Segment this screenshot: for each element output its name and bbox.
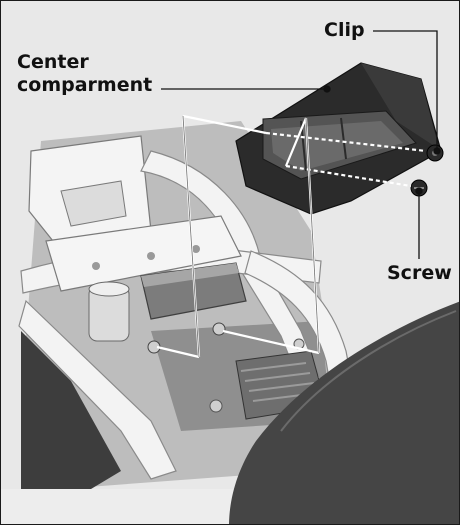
fender-recess — [60, 180, 127, 227]
center-compartment-label-line1: Center — [17, 51, 89, 73]
clip-leader — [373, 30, 438, 151]
center-compartment-label-line2: comparment — [17, 74, 153, 96]
clip-leader-dot — [433, 147, 441, 155]
side-cover — [21, 331, 121, 489]
center-leader-dot — [323, 85, 331, 93]
mount-hole-right — [212, 322, 226, 336]
leader-lines — [161, 30, 441, 259]
screw-leader-dot — [415, 187, 423, 195]
cross-plate — [45, 215, 242, 292]
seat — [229, 301, 459, 524]
center-compartment — [235, 62, 442, 215]
screw-label: Screw — [387, 262, 452, 284]
clip-label: Clip — [324, 19, 365, 41]
